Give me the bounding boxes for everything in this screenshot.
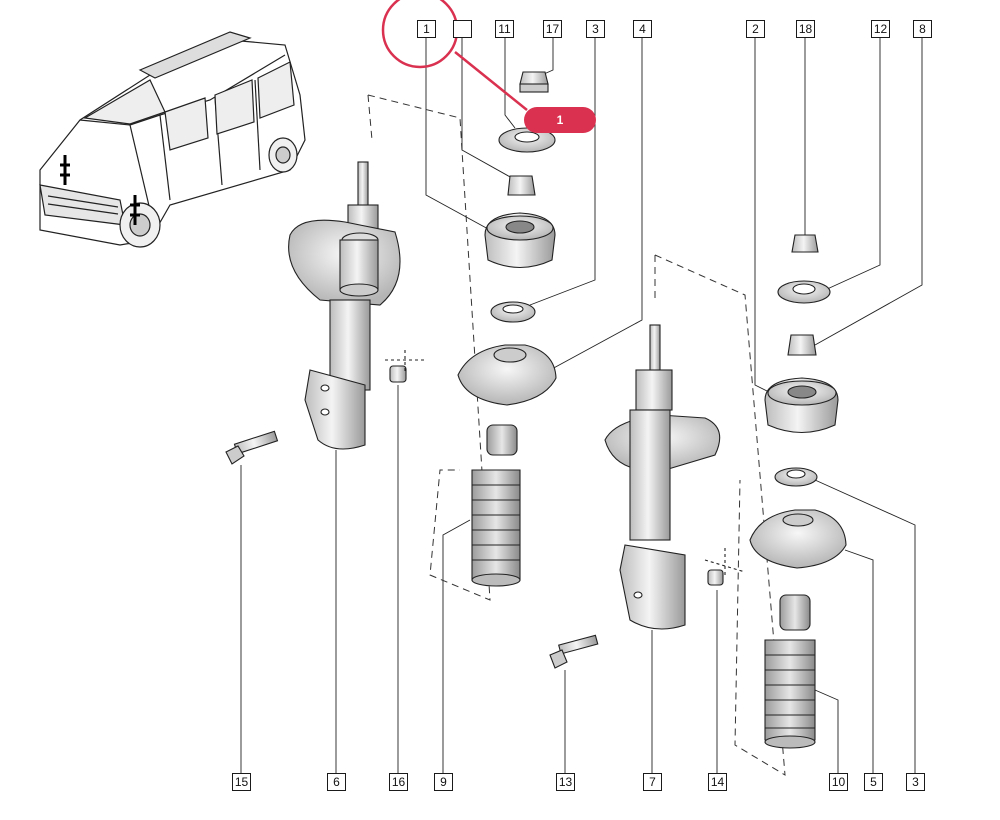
nut-icon[interactable]	[787, 334, 817, 356]
strut-assembly-icon[interactable]	[604, 324, 721, 630]
bearing-ring-icon[interactable]	[774, 467, 818, 487]
bolt-icon[interactable]	[225, 430, 279, 465]
ref-label-6[interactable]: 6	[327, 773, 346, 791]
top-mount-icon[interactable]	[764, 377, 839, 433]
ref-label-9[interactable]: 9	[434, 773, 453, 791]
ref-label-17[interactable]: 17	[543, 20, 562, 38]
ref-label-5[interactable]: 5	[864, 773, 883, 791]
ref-label-4[interactable]: 4	[633, 20, 652, 38]
nut-icon[interactable]	[704, 548, 746, 586]
bolt-icon[interactable]	[549, 634, 599, 669]
ref-label-8[interactable]: 8	[913, 20, 932, 38]
ref-label-3-bottom[interactable]: 3	[906, 773, 925, 791]
ref-label-10[interactable]: 10	[829, 773, 848, 791]
spring-seat-icon[interactable]	[749, 509, 847, 569]
ref-label-2[interactable]: 2	[746, 20, 765, 38]
bump-stop-boot-icon[interactable]	[471, 424, 521, 587]
nut-icon[interactable]	[507, 175, 536, 196]
ref-label-13[interactable]: 13	[556, 773, 575, 791]
nut-icon[interactable]	[791, 234, 819, 253]
vehicle-thumbnail-icon	[39, 31, 306, 248]
bump-stop-boot-icon[interactable]	[764, 594, 816, 749]
ref-label-11[interactable]: 11	[495, 20, 514, 38]
bearing-ring-icon[interactable]	[777, 280, 831, 304]
ref-label-18[interactable]: 18	[796, 20, 815, 38]
ref-label-1[interactable]: 1	[417, 20, 436, 38]
ref-label-7[interactable]: 7	[643, 773, 662, 791]
bearing-ring-icon[interactable]	[490, 301, 536, 323]
nut-icon[interactable]	[385, 350, 425, 383]
assembly-outline-left	[367, 94, 491, 601]
strut-assembly-icon[interactable]	[288, 161, 401, 450]
top-mount-icon[interactable]	[484, 212, 556, 268]
bearing-ring-icon[interactable]	[498, 127, 556, 153]
assembly-outline-right	[654, 254, 786, 776]
ref-label-12[interactable]: 12	[871, 20, 890, 38]
ref-label-14[interactable]: 14	[708, 773, 727, 791]
nut-icon[interactable]	[519, 71, 549, 93]
callout-badge[interactable]: 1	[524, 107, 596, 133]
ref-label-16[interactable]: 16	[389, 773, 408, 791]
spring-seat-icon[interactable]	[457, 344, 557, 406]
ref-label-15[interactable]: 15	[232, 773, 251, 791]
ref-label-blank[interactable]	[453, 20, 472, 38]
ref-label-3[interactable]: 3	[586, 20, 605, 38]
